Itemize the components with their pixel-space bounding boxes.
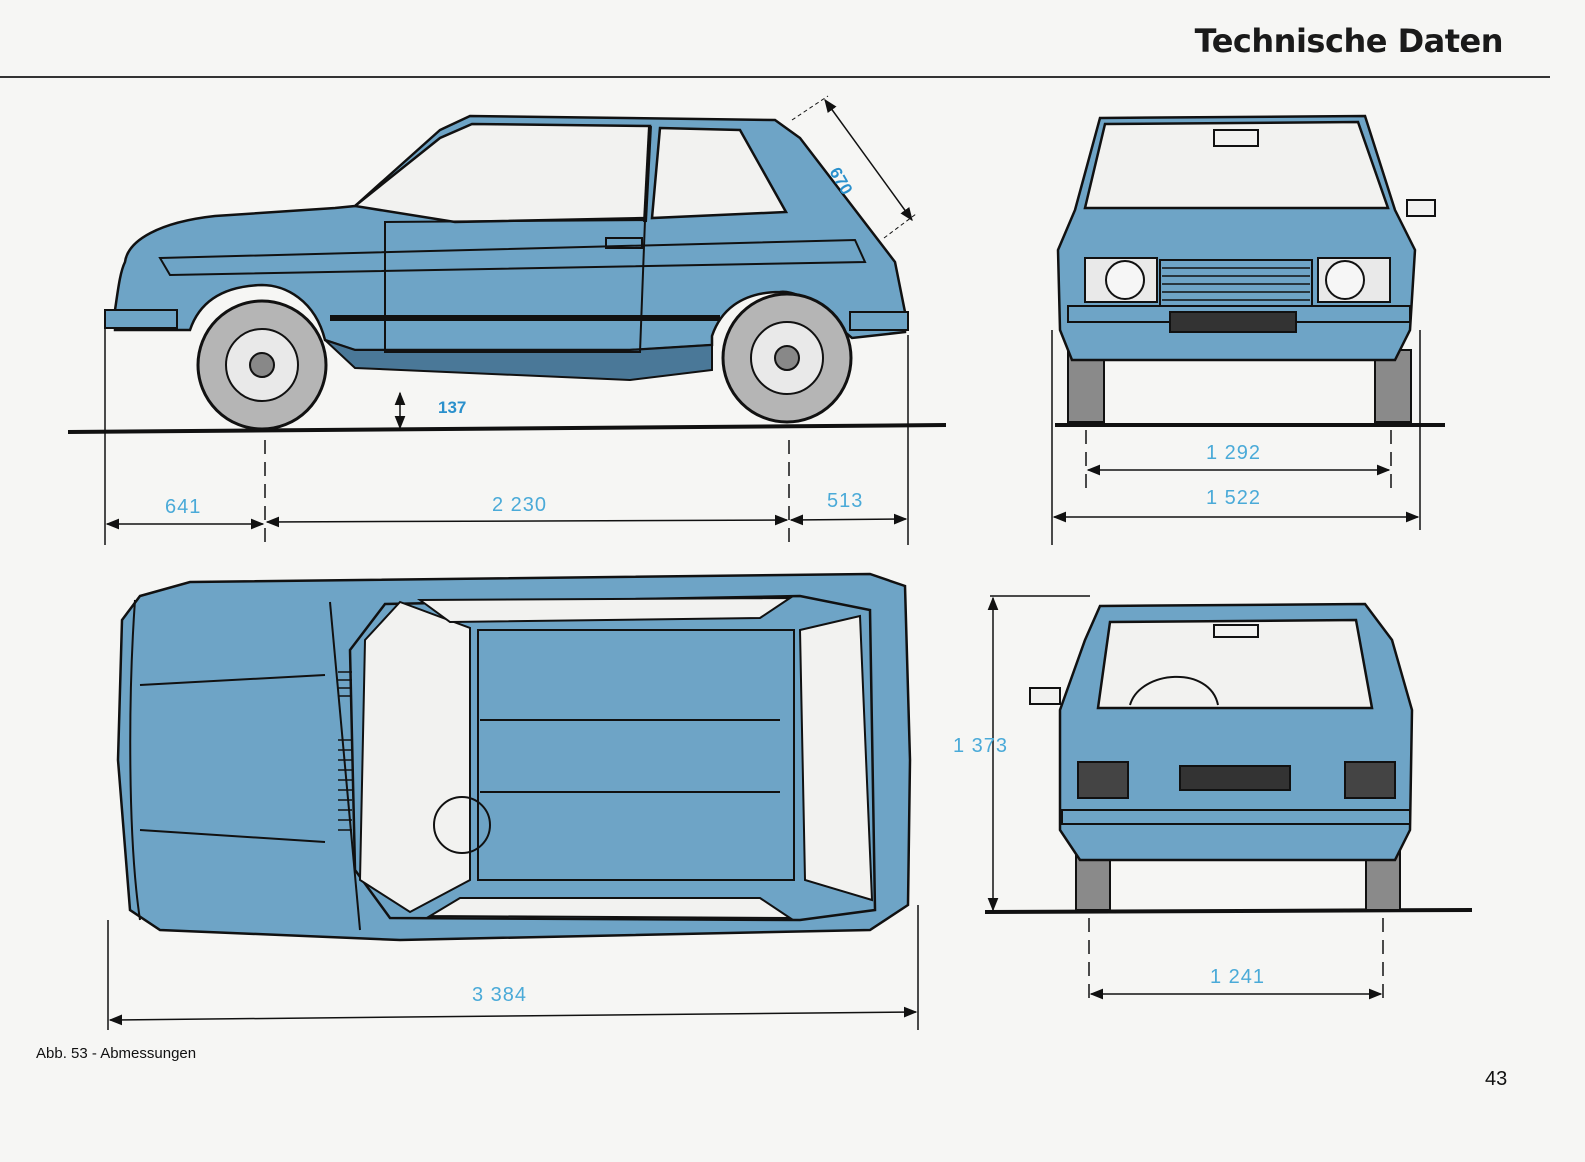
overall-height-dimension: 1 373: [953, 735, 1009, 757]
ground-clearance-dimension: 137: [438, 398, 467, 417]
side-view: [67, 95, 947, 550]
page-number: 43: [1485, 1068, 1508, 1090]
wheelbase-dimension: 2 230: [492, 494, 548, 516]
rear-view: [984, 595, 1473, 1005]
overall-width-dimension: 1 522: [1206, 487, 1262, 509]
front-view: [1051, 114, 1445, 545]
front-overhang-dimension: 641: [165, 496, 202, 518]
figure-caption: Abb. 53 - Abmessungen: [36, 1045, 197, 1062]
page-title: Technische Daten: [1194, 22, 1504, 60]
rear-track-dimension: 1 241: [1210, 966, 1266, 988]
front-track-dimension: 1 292: [1206, 442, 1262, 464]
rear-overhang-dimension: 513: [827, 490, 864, 512]
header-rule: [0, 76, 1550, 78]
overall-length-dimension: 3 384: [472, 984, 528, 1006]
top-view: [107, 572, 919, 1030]
